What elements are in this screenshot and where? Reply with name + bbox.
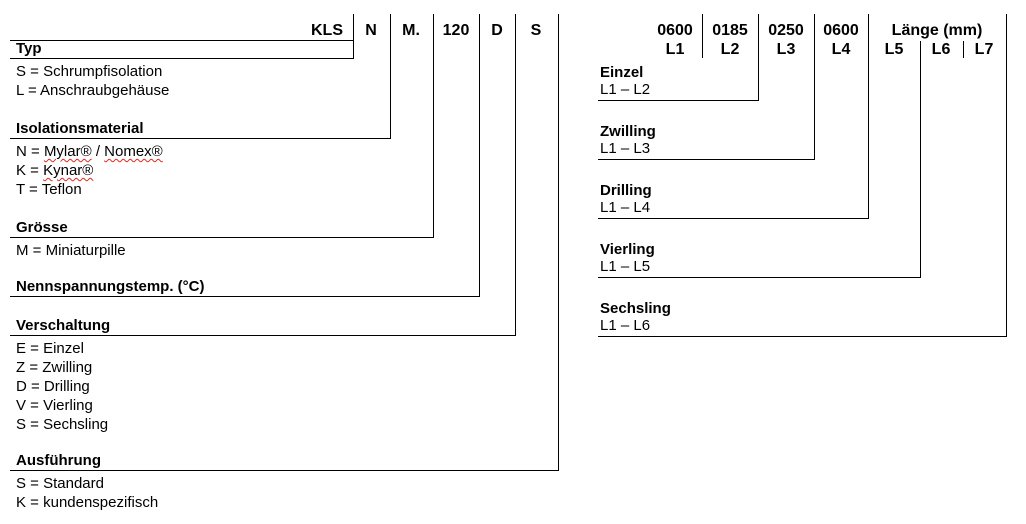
length-range: L1 – L3 bbox=[600, 140, 651, 157]
section-title: Einzel bbox=[600, 64, 644, 81]
section-groesse: Grösse M = Miniaturpille bbox=[10, 219, 433, 260]
section-title: Ausführung bbox=[10, 452, 558, 471]
connector-line-zwilling bbox=[814, 14, 815, 160]
spellcheck-word: Mylar® bbox=[43, 143, 92, 160]
connector-line-drilling bbox=[868, 14, 869, 219]
connector-line-vierling bbox=[920, 41, 921, 278]
legend-item: T = Teflon bbox=[16, 181, 82, 198]
length-value-1: 0600 bbox=[657, 22, 693, 39]
spellcheck-word: Nomex® bbox=[104, 143, 163, 160]
section-nennspannungstemp: Nennspannungstemp. (°C) bbox=[10, 278, 479, 297]
section-vierling-laenge: Vierling L1 – L5 bbox=[598, 240, 920, 278]
legend-item: N = Mylar® / Nomex® bbox=[16, 142, 390, 161]
code-segment-isolation: N bbox=[365, 22, 377, 39]
legend-item: S = Standard bbox=[16, 475, 104, 492]
legend-item: M = Miniaturpille bbox=[16, 242, 126, 259]
legend-item: Z = Zwilling bbox=[16, 359, 93, 376]
top-border-line bbox=[10, 40, 354, 41]
legend-item: S = Schrumpfisolation bbox=[16, 63, 163, 80]
code-segment-verschaltung: D bbox=[491, 22, 503, 39]
legend-item: K = kundenspezifisch bbox=[16, 494, 159, 511]
length-value-4: 0600 bbox=[823, 22, 859, 39]
section-title: Vierling bbox=[600, 241, 655, 258]
connector-line-typ bbox=[353, 14, 354, 59]
section-title: Isolationsmaterial bbox=[10, 120, 390, 139]
length-unit-header: Länge (mm) bbox=[891, 22, 983, 39]
code-segment-ausfuehrung: S bbox=[530, 22, 542, 39]
length-position-l3: L3 bbox=[776, 41, 796, 58]
legend-item: D = Drilling bbox=[16, 378, 90, 395]
separator-line-l6 bbox=[963, 41, 964, 58]
section-title: Sechsling bbox=[600, 300, 671, 317]
length-value-3: 0250 bbox=[768, 22, 804, 39]
section-title: Drilling bbox=[600, 182, 652, 199]
section-title: Verschaltung bbox=[10, 317, 515, 336]
section-title: Typ bbox=[10, 40, 353, 59]
spellcheck-word: Kynar® bbox=[43, 162, 94, 179]
code-segment-spannung: 120 bbox=[442, 22, 470, 39]
legend-item: E = Einzel bbox=[16, 340, 84, 357]
section-drilling-laenge: Drilling L1 – L4 bbox=[598, 181, 868, 219]
separator-line-l1 bbox=[702, 14, 703, 58]
connector-line-isolation bbox=[390, 14, 391, 139]
section-title: Grösse bbox=[10, 219, 433, 238]
length-position-l7: L7 bbox=[974, 41, 994, 58]
connector-line-groesse bbox=[433, 14, 434, 238]
code-segment-typ: KLS bbox=[311, 22, 343, 39]
length-range: L1 – L2 bbox=[600, 81, 651, 98]
length-position-l4: L4 bbox=[831, 41, 851, 58]
length-position-l1: L1 bbox=[665, 41, 685, 58]
connector-line-einzel bbox=[758, 14, 759, 101]
legend-item: K = Kynar® bbox=[16, 161, 390, 180]
length-value-2: 0185 bbox=[712, 22, 748, 39]
length-position-l2: L2 bbox=[720, 41, 740, 58]
section-title: Nennspannungstemp. (°C) bbox=[10, 278, 479, 297]
legend-item-text: N = bbox=[16, 143, 44, 160]
legend-item: V = Vierling bbox=[16, 397, 93, 414]
section-zwilling-laenge: Zwilling L1 – L3 bbox=[598, 122, 814, 160]
length-range: L1 – L5 bbox=[600, 258, 651, 275]
length-position-l6: L6 bbox=[931, 41, 951, 58]
length-range: L1 – L4 bbox=[600, 199, 651, 216]
length-position-l5: L5 bbox=[884, 41, 904, 58]
section-ausfuehrung: Ausführung S = Standard K = kundenspezif… bbox=[10, 452, 558, 512]
code-segment-groesse: M. bbox=[402, 22, 420, 39]
connector-line-verschaltung bbox=[515, 14, 516, 336]
connector-line-spannung bbox=[479, 14, 480, 297]
section-verschaltung: Verschaltung E = Einzel Z = Zwilling D =… bbox=[10, 317, 515, 434]
section-isolationsmaterial: Isolationsmaterial N = Mylar® / Nomex® K… bbox=[10, 120, 390, 199]
legend-item-text: K = bbox=[16, 162, 44, 179]
connector-line-sechsling bbox=[1006, 14, 1007, 337]
legend-item: L = Anschraubgehäuse bbox=[16, 82, 170, 99]
length-range: L1 – L6 bbox=[600, 317, 651, 334]
section-title: Zwilling bbox=[600, 123, 656, 140]
section-typ: Typ S = Schrumpfisolation L = Anschraubg… bbox=[10, 40, 353, 100]
connector-line-ausfuehrung bbox=[558, 14, 559, 471]
section-einzel-laenge: Einzel L1 – L2 bbox=[598, 63, 758, 101]
legend-item: S = Sechsling bbox=[16, 416, 109, 433]
section-sechsling-laenge: Sechsling L1 – L6 bbox=[598, 299, 1006, 337]
legend-item-text: / bbox=[91, 143, 105, 160]
